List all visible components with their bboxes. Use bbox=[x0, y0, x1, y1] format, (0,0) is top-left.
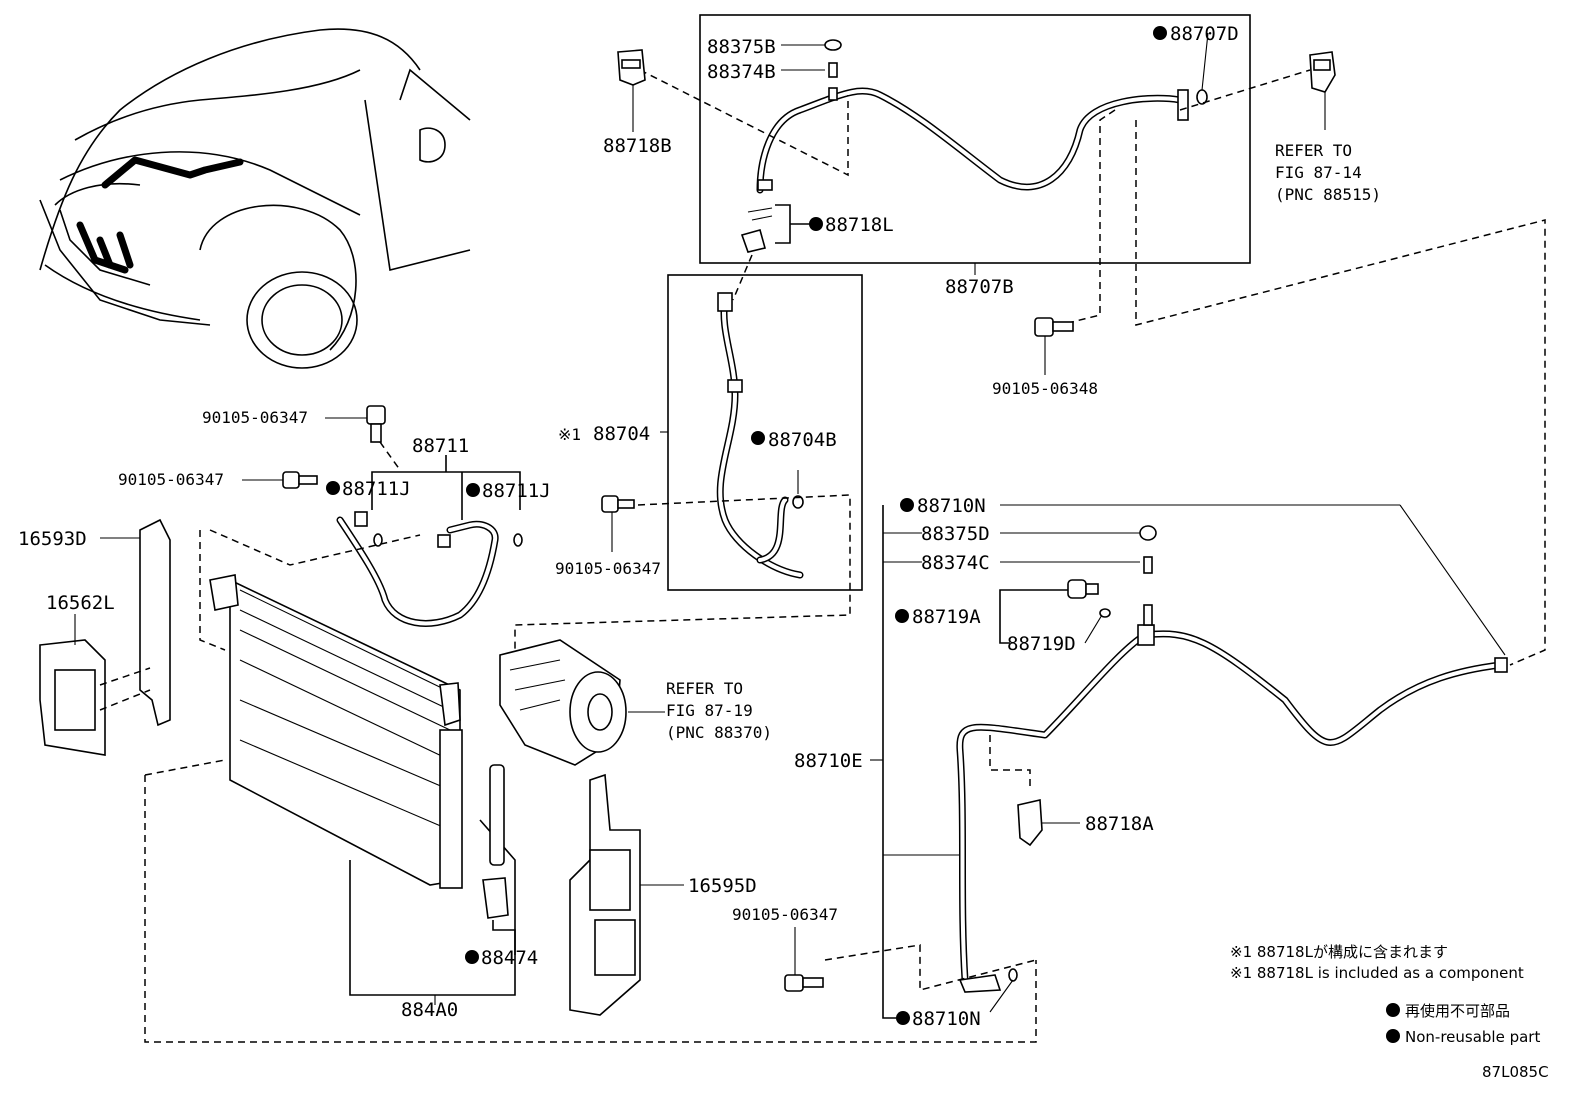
legend-en: Non-reusable part bbox=[1405, 1028, 1540, 1046]
hose-88707B-group bbox=[639, 14, 1546, 666]
legend-jp: 再使用不可部品 bbox=[1405, 1002, 1510, 1020]
seal-16562L bbox=[39, 639, 106, 756]
label-90105-06347-b: 90105-06347 bbox=[118, 470, 224, 489]
figure-id: 87L085C bbox=[1482, 1063, 1549, 1081]
seal-16595D bbox=[569, 773, 641, 1016]
pipe-88711-group bbox=[209, 455, 523, 627]
label-88704B: 88704B bbox=[768, 429, 837, 451]
label-88710N-a: 88710N bbox=[917, 495, 986, 517]
label-88718B: 88718B bbox=[603, 135, 672, 157]
label-90105-06347-c: 90105-06347 bbox=[555, 559, 661, 578]
note-en: ※1 88718L is included as a component bbox=[1230, 964, 1524, 982]
label-88718L: 88718L bbox=[825, 214, 894, 236]
label-88711: 88711 bbox=[412, 435, 469, 457]
label-88374B: 88374B bbox=[707, 61, 776, 83]
label-88474: 88474 bbox=[481, 947, 538, 969]
label-88707B: 88707B bbox=[945, 276, 1014, 298]
label-88711J-b: 88711J bbox=[482, 480, 551, 502]
note-jp: ※1 88718Lが構成に含まれます bbox=[1230, 943, 1448, 961]
bolt-90105-06347-d bbox=[784, 974, 824, 992]
label-88375D: 88375D bbox=[921, 523, 990, 545]
bolt-90105-06348 bbox=[1034, 317, 1074, 337]
refer-fig87-19-line1: REFER TO bbox=[666, 679, 743, 698]
label-90105-06347-a: 90105-06347 bbox=[202, 408, 308, 427]
receiver-88474 bbox=[482, 764, 509, 919]
label-88704-mark: ※1 bbox=[558, 425, 581, 444]
seal-16593D bbox=[139, 518, 171, 727]
bolt-90105-06347-a bbox=[366, 405, 386, 443]
refer-fig87-14-line1: REFER TO bbox=[1275, 141, 1352, 160]
label-16595D: 16595D bbox=[688, 875, 757, 897]
label-16562L: 16562L bbox=[46, 592, 115, 614]
label-884A0: 884A0 bbox=[401, 999, 458, 1021]
compressor bbox=[499, 639, 627, 766]
label-90105-06347-d: 90105-06347 bbox=[732, 905, 838, 924]
vehicle-sketch bbox=[39, 28, 471, 369]
label-88710E: 88710E bbox=[794, 750, 863, 772]
label-88704: 88704 bbox=[593, 423, 650, 445]
label-88711J-a: 88711J bbox=[342, 478, 411, 500]
label-16593D: 16593D bbox=[18, 528, 87, 550]
label-88707D: 88707D bbox=[1170, 23, 1239, 45]
refer-fig87-19-line2: FIG 87-19 bbox=[666, 701, 753, 720]
refer-fig87-14-line2: FIG 87-14 bbox=[1275, 163, 1362, 182]
refer-fig87-19-line3: (PNC 88370) bbox=[666, 723, 772, 742]
label-88710N-b: 88710N bbox=[912, 1008, 981, 1030]
label-88718A: 88718A bbox=[1085, 813, 1154, 835]
bolt-90105-06347-b bbox=[282, 471, 318, 489]
label-88375B: 88375B bbox=[707, 36, 776, 58]
condenser-884A0 bbox=[144, 530, 1037, 1043]
bracket-88718B bbox=[617, 49, 646, 86]
bolt-88719A bbox=[1067, 579, 1099, 599]
bolt-90105-06347-c bbox=[601, 495, 635, 513]
label-88374C: 88374C bbox=[921, 552, 990, 574]
label-88719A: 88719A bbox=[912, 606, 981, 628]
connector-fig87-14 bbox=[1309, 51, 1336, 93]
refer-fig87-14-line3: (PNC 88515) bbox=[1275, 185, 1381, 204]
label-88719D: 88719D bbox=[1007, 633, 1076, 655]
clamp-88718A bbox=[1017, 799, 1043, 847]
label-90105-06348: 90105-06348 bbox=[992, 379, 1098, 398]
hose-88704-group bbox=[514, 274, 863, 650]
